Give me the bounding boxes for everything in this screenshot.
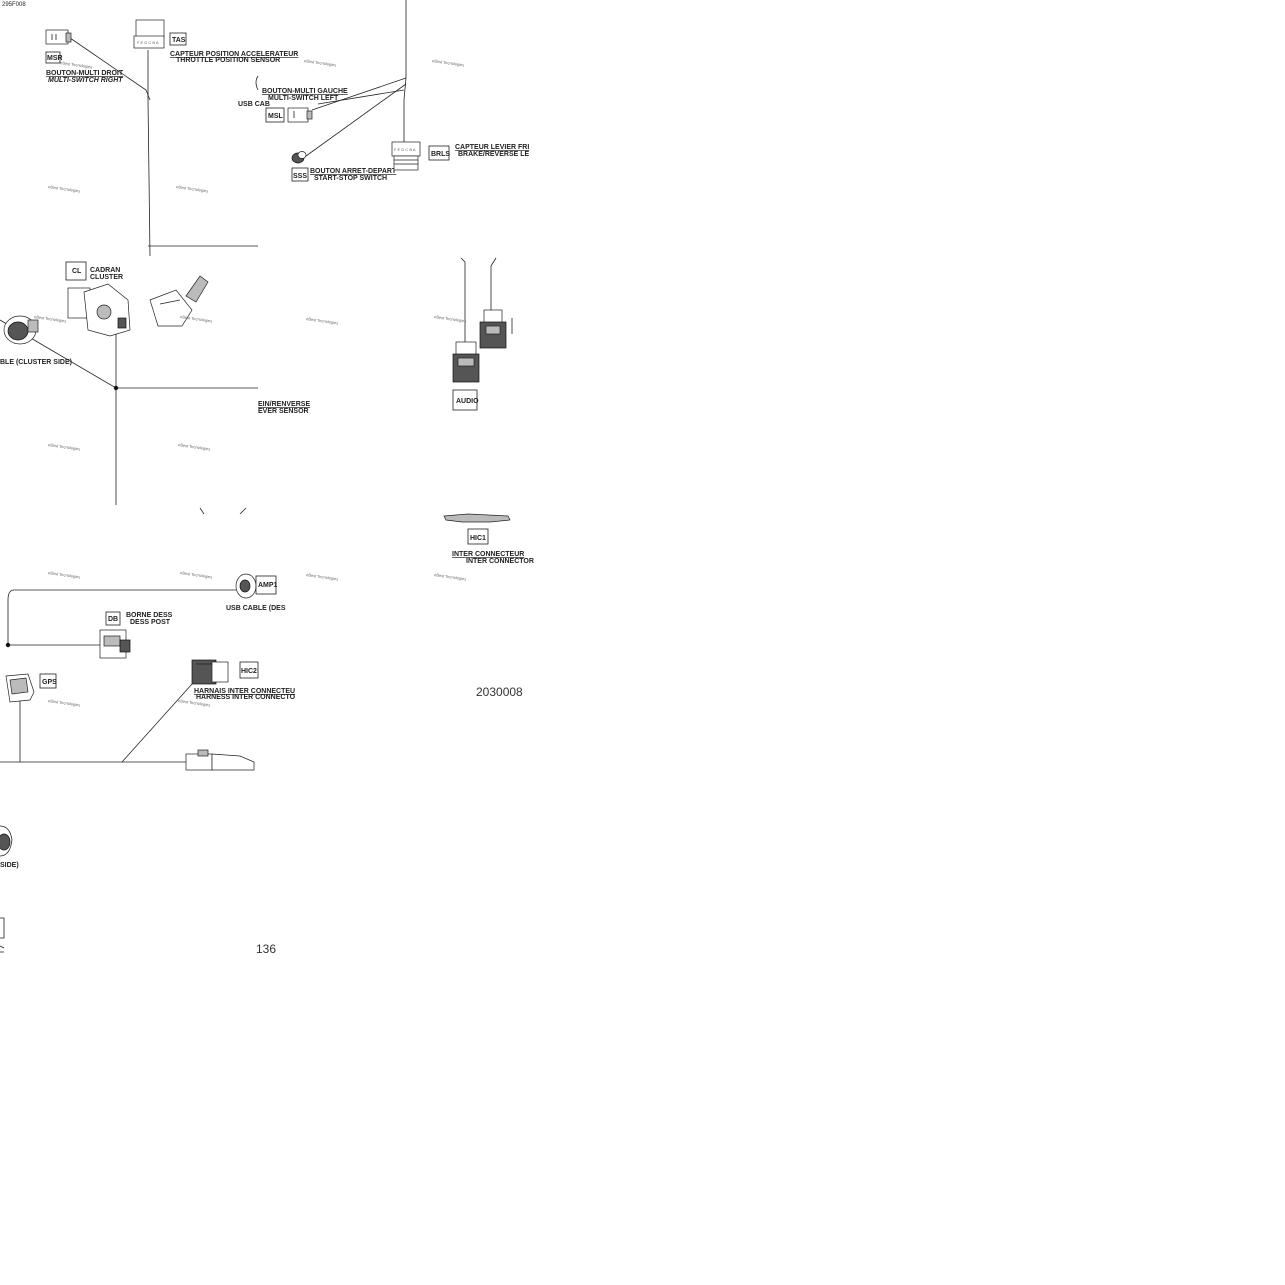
label-cl-en: CLUSTER <box>90 274 123 281</box>
page-number-right: 2030008 <box>476 685 523 699</box>
code-box-msr <box>45 51 61 64</box>
code-amp1: AMP1 <box>258 582 278 589</box>
wire-harness <box>0 0 497 763</box>
code-brls: BRLS <box>431 151 450 158</box>
svg-text:F E D C B A: F E D C B A <box>137 40 159 45</box>
connector-bottom-side[interactable] <box>0 825 13 857</box>
watermark: eBest Tecnologies <box>48 442 81 451</box>
code-box-cl <box>65 261 87 281</box>
code-box-hic2 <box>239 661 259 679</box>
figure-id: 295F008 <box>2 2 26 8</box>
code-hic1: HIC1 <box>470 535 486 542</box>
connector-msl[interactable] <box>287 107 313 123</box>
connector-cable-cluster[interactable] <box>3 315 39 345</box>
code-hic2: HIC2 <box>241 668 257 675</box>
code-msl: MSL <box>268 113 284 120</box>
connector-hic1[interactable] <box>443 513 511 523</box>
code-audio: AUDIO <box>456 398 479 405</box>
usb-cable-top-icon <box>255 75 259 91</box>
page-number-bottom: 136 <box>256 942 276 956</box>
label-brake-reverse-mid-fr: EIN/RENVERSE <box>258 401 310 408</box>
code-db: DB <box>108 616 118 623</box>
watermark: eBest Tecnologies <box>48 698 81 707</box>
label-cable-cluster: BLE (CLUSTER SIDE) <box>0 359 72 366</box>
connector-cluster[interactable] <box>67 283 131 337</box>
watermark: eBest Tecnologies <box>434 572 467 581</box>
label-usb-top: USB CAB <box>238 101 270 108</box>
connector-db[interactable] <box>99 629 131 659</box>
watermark: eBest Tecnologies <box>178 698 211 707</box>
code-box-tas <box>169 32 187 46</box>
code-cl: CL <box>72 268 82 275</box>
watermark: eBest Tecnologies <box>48 184 81 193</box>
watermark: eBest Tecnologies <box>178 442 211 451</box>
connector-msr[interactable] <box>45 29 72 45</box>
label-db-en: DESS POST <box>130 619 171 626</box>
label-cl-fr: CADRAN <box>90 267 120 274</box>
watermarks: eBest Tecnologies eBest Tecnologies eBes… <box>34 58 467 707</box>
connector-brls[interactable]: F E D C B A <box>391 141 421 171</box>
label-sss-en: START-STOP SWITCH <box>314 175 387 182</box>
label-tas-en: THROTTLE POSITION SENSOR <box>176 57 280 64</box>
code-msr: MSR <box>47 55 63 62</box>
splice-junction <box>5 642 11 648</box>
watermark: eBest Tecnologies <box>180 314 213 323</box>
code-box-msl <box>265 107 285 123</box>
code-box-hic1 <box>467 528 489 545</box>
label-msr-en: MULTI-SWITCH RIGHT <box>48 77 123 84</box>
splice-junction <box>113 385 119 391</box>
watermark: eBest Tecnologies <box>434 314 467 323</box>
watermark: eBest Tecnologies <box>60 60 93 69</box>
connector-audio[interactable] <box>452 309 513 383</box>
partial-box-bottom <box>0 917 5 939</box>
connector-bottom-harness[interactable] <box>185 749 255 771</box>
label-amp1: USB CABLE (DES <box>226 605 286 612</box>
watermark: eBest Tecnologies <box>432 58 465 67</box>
handlebar-switch-assembly[interactable] <box>149 275 209 327</box>
label-hic1-fr: INTER CONNECTEUR <box>452 551 524 558</box>
label-sss-fr: BOUTON ARRET-DEPART <box>310 168 397 175</box>
connector-tas[interactable]: F E D C B A <box>133 19 165 49</box>
connector-amp1[interactable] <box>235 573 257 599</box>
code-box-audio <box>452 389 478 411</box>
partial-label-bottom <box>0 945 5 953</box>
code-box-brls <box>428 145 450 161</box>
code-sss: SSS <box>293 173 307 180</box>
code-tas: TAS <box>172 37 186 44</box>
watermark: eBest Tecnologies <box>176 184 209 193</box>
code-box-sss <box>291 167 309 182</box>
code-gps: GPS <box>42 679 57 686</box>
label-hic2-en: HARNESS INTER CONNECTO <box>196 694 296 701</box>
label-db-fr: BORNE DESS <box>126 612 173 619</box>
label-hic2-fr: HARNAIS INTER CONNECTEU <box>194 688 295 695</box>
label-msl-fr: BOUTON-MULTI GAUCHE <box>262 88 348 95</box>
connector-hic2[interactable] <box>191 659 229 685</box>
label-brls-en: BRAKE/REVERSE LE <box>458 151 530 158</box>
code-box-db <box>105 611 121 626</box>
label-tas-fr: CAPTEUR POSITION ACCELERATEUR <box>170 51 298 58</box>
connector-sss[interactable] <box>291 151 307 164</box>
label-brake-reverse-mid-en: EVER SENSOR <box>258 408 309 415</box>
watermark: eBest Tecnologies <box>304 58 337 67</box>
code-box-gps <box>39 673 57 689</box>
label-hic1-en: INTER CONNECTOR <box>466 558 534 565</box>
svg-text:F E D C B A: F E D C B A <box>394 147 416 152</box>
connector-gps[interactable] <box>5 673 35 703</box>
watermark: eBest Tecnologies <box>180 570 213 579</box>
watermark: eBest Tecnologies <box>34 314 67 323</box>
code-box-amp1 <box>255 575 277 595</box>
label-bottom-side: SIDE) <box>0 862 19 869</box>
label-msl-en: MULTI-SWITCH LEFT <box>268 95 339 102</box>
watermark: eBest Tecnologies <box>48 570 81 579</box>
label-msr-fr: BOUTON-MULTI DROIT <box>46 70 124 77</box>
watermark: eBest Tecnologies <box>306 572 339 581</box>
label-brls-fr: CAPTEUR LEVIER FRI <box>455 144 529 151</box>
watermark: eBest Tecnologies <box>306 316 339 325</box>
